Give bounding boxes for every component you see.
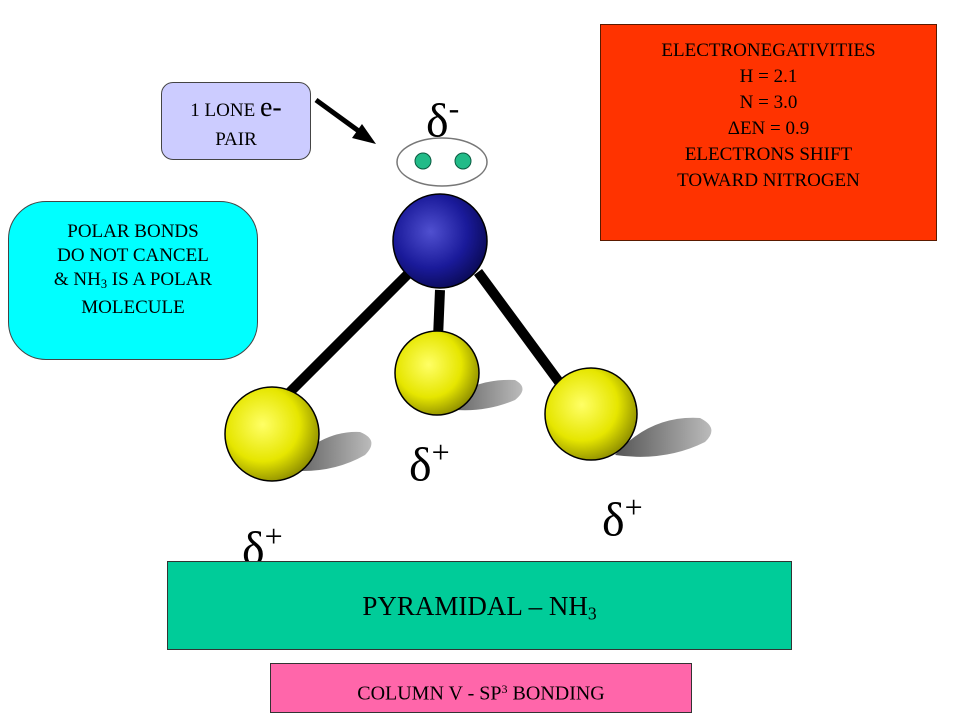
charge-sign-hydrogen-center: + bbox=[431, 434, 450, 470]
bonding-type-box: COLUMN V - SP3 BONDING bbox=[270, 663, 692, 713]
hydrogen-electronegativity: H = 2.1 bbox=[739, 66, 798, 87]
partial-charge-hydrogen-center: δ+ bbox=[409, 436, 450, 490]
lone-pair-arrow bbox=[314, 97, 362, 135]
electronegativity-box: ELECTRONEGATIVITIES H = 2.1 N = 3.0 ΔEN … bbox=[600, 24, 937, 241]
electronegativity-difference: ΔEN = 0.9 bbox=[727, 118, 810, 139]
electron-shift-line1: ELECTRONS SHIFT bbox=[684, 144, 853, 165]
lone-pair-label-prefix: 1 LONE bbox=[190, 100, 260, 121]
bonding-label-prefix: COLUMN V - SP bbox=[357, 682, 502, 705]
nitrogen-atom bbox=[392, 193, 488, 289]
electron-shift-line2: TOWARD NITROGEN bbox=[677, 170, 860, 191]
electronegativity-title: ELECTRONEGATIVITIES bbox=[661, 40, 876, 61]
charge-sign-nitrogen: - bbox=[448, 90, 460, 126]
electron-symbol: e- bbox=[259, 92, 282, 123]
hydrogen-right-shadow bbox=[615, 417, 712, 457]
lone-pair-electron-left bbox=[414, 152, 432, 170]
polarity-line2: DO NOT CANCEL bbox=[57, 245, 209, 266]
molecular-shape-box: PYRAMIDAL – NH3 bbox=[167, 561, 792, 650]
hydrogen-atom-center bbox=[394, 330, 480, 416]
lone-pair-electron-right bbox=[454, 152, 472, 170]
partial-charge-hydrogen-right: δ+ bbox=[602, 491, 643, 545]
polarity-line3-prefix: & NH bbox=[53, 269, 101, 290]
polarity-line1: POLAR BONDS bbox=[67, 221, 199, 242]
charge-sign-hydrogen-right: + bbox=[624, 489, 643, 525]
lone-pair-orbital bbox=[396, 137, 488, 187]
lone-pair-label-box: 1 LONE e- PAIR bbox=[161, 82, 311, 160]
charge-symbol-hydrogen-center: δ bbox=[409, 438, 432, 492]
polarity-line3-subscript: 3 bbox=[100, 277, 108, 292]
bond-left bbox=[278, 266, 416, 404]
lone-pair-label-line2: PAIR bbox=[215, 129, 257, 150]
polarity-line3-suffix: IS A POLAR bbox=[107, 269, 213, 290]
molecular-shape-label: PYRAMIDAL – NH bbox=[362, 591, 588, 621]
bond-right bbox=[473, 269, 567, 389]
partial-charge-nitrogen: δ- bbox=[426, 92, 459, 146]
charge-sign-hydrogen-left: + bbox=[264, 518, 283, 554]
molecular-shape-subscript: 3 bbox=[587, 603, 597, 624]
nitrogen-electronegativity: N = 3.0 bbox=[739, 92, 798, 113]
bond-center bbox=[433, 289, 445, 339]
polarity-line4: MOLECULE bbox=[81, 297, 185, 319]
charge-symbol-hydrogen-right: δ bbox=[602, 493, 625, 547]
bonding-label-suffix: BONDING bbox=[507, 682, 605, 705]
polarity-note-box: POLAR BONDS DO NOT CANCEL & NH3 IS A POL… bbox=[8, 201, 258, 360]
bonding-label-superscript: 3 bbox=[501, 682, 508, 696]
polarity-line3: & NH3 IS A POLAR bbox=[9, 268, 257, 296]
hydrogen-atom-right bbox=[544, 367, 638, 461]
charge-symbol-nitrogen: δ bbox=[426, 94, 449, 148]
hydrogen-atom-left bbox=[224, 386, 320, 482]
lone-pair-arrowhead bbox=[352, 124, 376, 144]
